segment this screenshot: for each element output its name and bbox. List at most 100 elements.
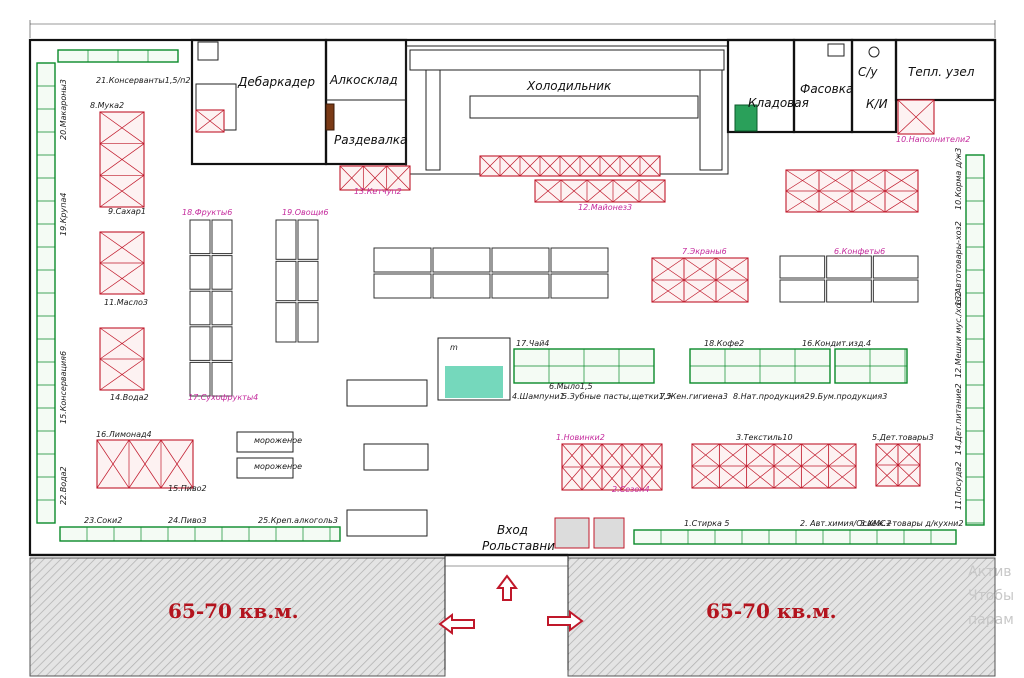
pallet-cross xyxy=(691,443,720,467)
zone-label: 19.Овощи6 xyxy=(282,208,328,217)
pallet-cross xyxy=(641,443,663,468)
zone-label: 6.Конфеты6 xyxy=(834,247,885,256)
zone-label: 16.Кондит.изд.4 xyxy=(802,339,871,348)
freezer-label: мороженое xyxy=(254,436,302,445)
display-table xyxy=(211,255,233,290)
pallet-cross xyxy=(581,466,603,491)
pallet-cross xyxy=(99,262,145,295)
area-label-left: 65-70 кв.м. xyxy=(168,599,299,623)
display-table xyxy=(211,326,233,361)
pallet-cross xyxy=(99,111,145,144)
red-fixtures xyxy=(96,99,935,491)
entrance-shutters-label: Рольставни xyxy=(482,539,555,553)
pallet-cross xyxy=(801,465,829,489)
pallet-cross xyxy=(884,190,919,213)
pallet-cross xyxy=(599,155,621,177)
pallet-cross xyxy=(601,443,623,468)
entrance xyxy=(444,553,569,670)
pallet-cross xyxy=(746,443,775,467)
pallet-cross xyxy=(621,466,643,491)
top-dimension xyxy=(29,20,996,41)
display-table xyxy=(826,255,872,279)
zone-label: 17.Чай4 xyxy=(516,339,549,348)
pallet-cross xyxy=(99,358,145,391)
pallet-cross xyxy=(534,179,562,203)
room-debarkader: Дебаркадер xyxy=(237,75,315,89)
room-fasovka: Фасовка xyxy=(800,82,853,96)
zone-label: 22.Вода2 xyxy=(59,466,68,505)
display-table xyxy=(491,247,550,273)
pallet-cross xyxy=(96,439,130,489)
pallet-cross xyxy=(818,169,853,192)
pallet-cross xyxy=(828,443,857,467)
zone-label: 10.Наполнители2 xyxy=(896,135,970,144)
watermark-line3: парам xyxy=(968,612,1014,628)
zone-label: 19.Крупа4 xyxy=(59,193,68,236)
pallet-cross xyxy=(773,465,802,489)
zone-label: 20.Макароны3 xyxy=(59,79,68,140)
pallet-cross xyxy=(99,231,145,264)
zone-label: 3.Текстиль10 xyxy=(736,433,793,442)
pallet-cross xyxy=(519,155,541,177)
bottom-shelving xyxy=(59,526,957,545)
pallet-cross xyxy=(539,155,561,177)
room-su: С/у xyxy=(858,65,878,79)
display-table xyxy=(297,302,319,343)
pallet-cross xyxy=(851,190,886,213)
pallet-cross xyxy=(683,257,717,281)
zone-label: 18.Фрукты6 xyxy=(182,208,232,217)
pallet-cross xyxy=(773,443,802,467)
middle-gondolas xyxy=(513,348,908,384)
zone-label: 11.Посуда2 xyxy=(954,462,963,510)
pallet-cross xyxy=(651,257,685,281)
display-table xyxy=(373,247,432,273)
zone-label: 1.Новинки2 xyxy=(556,433,605,442)
pallet-cross xyxy=(601,466,623,491)
pallet-cross xyxy=(715,257,749,281)
pallet-cross xyxy=(559,155,581,177)
zone-label: 14.Дет.питание2 xyxy=(954,383,963,455)
pallet-cross xyxy=(897,464,921,487)
zone-label: 23.Соки2 xyxy=(84,516,122,525)
pallet-cross xyxy=(363,165,387,191)
display-table xyxy=(872,255,919,279)
display-table xyxy=(189,219,211,255)
pallet-cross xyxy=(719,465,747,489)
pallet-cross xyxy=(195,109,225,133)
pallet-cross xyxy=(581,443,603,468)
zone-label: 18.Кофе2 xyxy=(704,339,744,348)
display-table xyxy=(189,326,211,361)
pallet-cross xyxy=(479,155,501,177)
watermark-line2: Чтобы xyxy=(968,588,1014,604)
zone-label: 24.Пиво3 xyxy=(168,516,207,525)
pallet-cross xyxy=(651,279,685,303)
pallet-cross xyxy=(499,155,521,177)
pallet-cross xyxy=(99,175,145,208)
pallet-cross xyxy=(99,143,145,176)
pallet-cross xyxy=(586,179,614,203)
zone-label: 12.Майонез3 xyxy=(578,203,632,212)
checkout-area xyxy=(236,337,625,549)
pallet-cross xyxy=(897,443,921,466)
zone-label: 4.Шампуни1 xyxy=(512,392,565,401)
pallet-cross xyxy=(785,169,820,192)
m-label: m xyxy=(450,343,458,352)
rental-area-left xyxy=(29,557,446,677)
zone-label: 1.Стирка 5 xyxy=(684,519,730,528)
entrance-label: Вход xyxy=(497,523,528,537)
arrow-left-icon xyxy=(438,613,475,635)
zone-label: 7.Жен.гигиена3 xyxy=(660,392,728,401)
zone-label: 15.Консервация6 xyxy=(59,351,68,424)
display-table xyxy=(211,361,233,397)
zone-label: 2. Авт.химия/Освеж.2 xyxy=(800,519,891,528)
pallet-cross xyxy=(619,155,641,177)
pallet-cross xyxy=(801,443,829,467)
zone-label: 9.Бум.продукция3 xyxy=(810,392,887,401)
display-table xyxy=(297,219,319,260)
freezer-label: мороженое xyxy=(254,462,302,471)
pallet-cross xyxy=(691,465,720,489)
display-table xyxy=(275,302,297,343)
area-label-right: 65-70 кв.м. xyxy=(706,599,837,623)
display-table xyxy=(550,247,609,273)
